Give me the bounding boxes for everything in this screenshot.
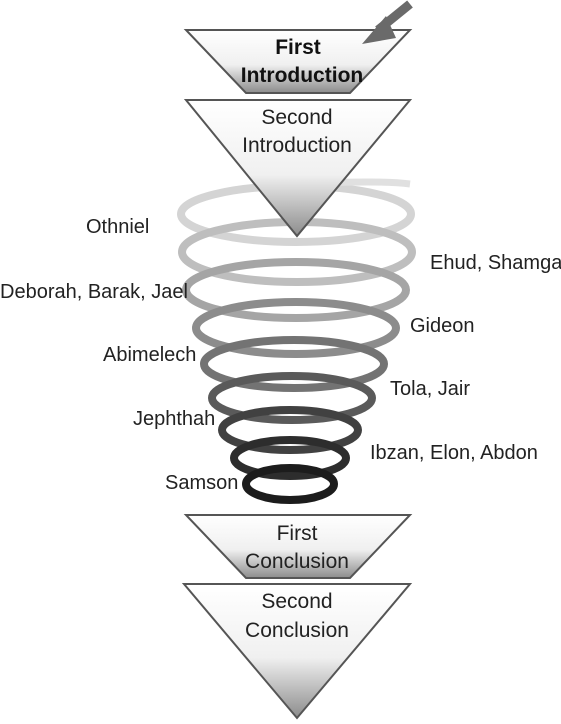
triangle-second-conclusion: Second Conclusion [181, 583, 413, 720]
label-othniel: Othniel [86, 216, 149, 238]
spiral-coil-3 [182, 258, 410, 322]
spiral-coil-9 [242, 464, 338, 504]
label-deborah-barak-jael: Deborah, Barak, Jael [0, 281, 188, 303]
spiral-coil-7 [218, 406, 362, 454]
spiral-coil-5 [200, 336, 388, 392]
label-ibzan-elon-abdon: Ibzan, Elon, Abdon [370, 442, 538, 464]
first-conclusion-line2: Conclusion [245, 550, 349, 573]
second-conclusion-line2: Conclusion [245, 619, 349, 642]
first-introduction-line1: First [275, 36, 321, 59]
label-tola-jair: Tola, Jair [390, 378, 470, 400]
label-ehud-shamgar: Ehud, Shamgar [430, 252, 561, 274]
label-abimelech: Abimelech [103, 344, 196, 366]
triangle-second-introduction: Second Introduction [183, 99, 413, 238]
triangle-first-introduction: First Introduction [183, 29, 413, 94]
triangle-first-conclusion: First Conclusion [183, 514, 413, 579]
spiral-coil-6 [208, 372, 376, 424]
label-samson: Samson [165, 472, 238, 494]
label-gideon: Gideon [410, 315, 475, 337]
first-introduction-line2: Introduction [241, 64, 363, 87]
pointer-arrow-icon [362, 0, 413, 44]
spiral-coil-8 [230, 436, 350, 480]
spiral-coil-4 [192, 298, 400, 358]
second-introduction-line1: Second [261, 106, 332, 129]
label-jephthah: Jephthah [133, 408, 215, 430]
second-introduction-line2: Introduction [242, 134, 352, 157]
first-conclusion-line1: First [277, 522, 318, 545]
second-conclusion-line1: Second [261, 590, 332, 613]
